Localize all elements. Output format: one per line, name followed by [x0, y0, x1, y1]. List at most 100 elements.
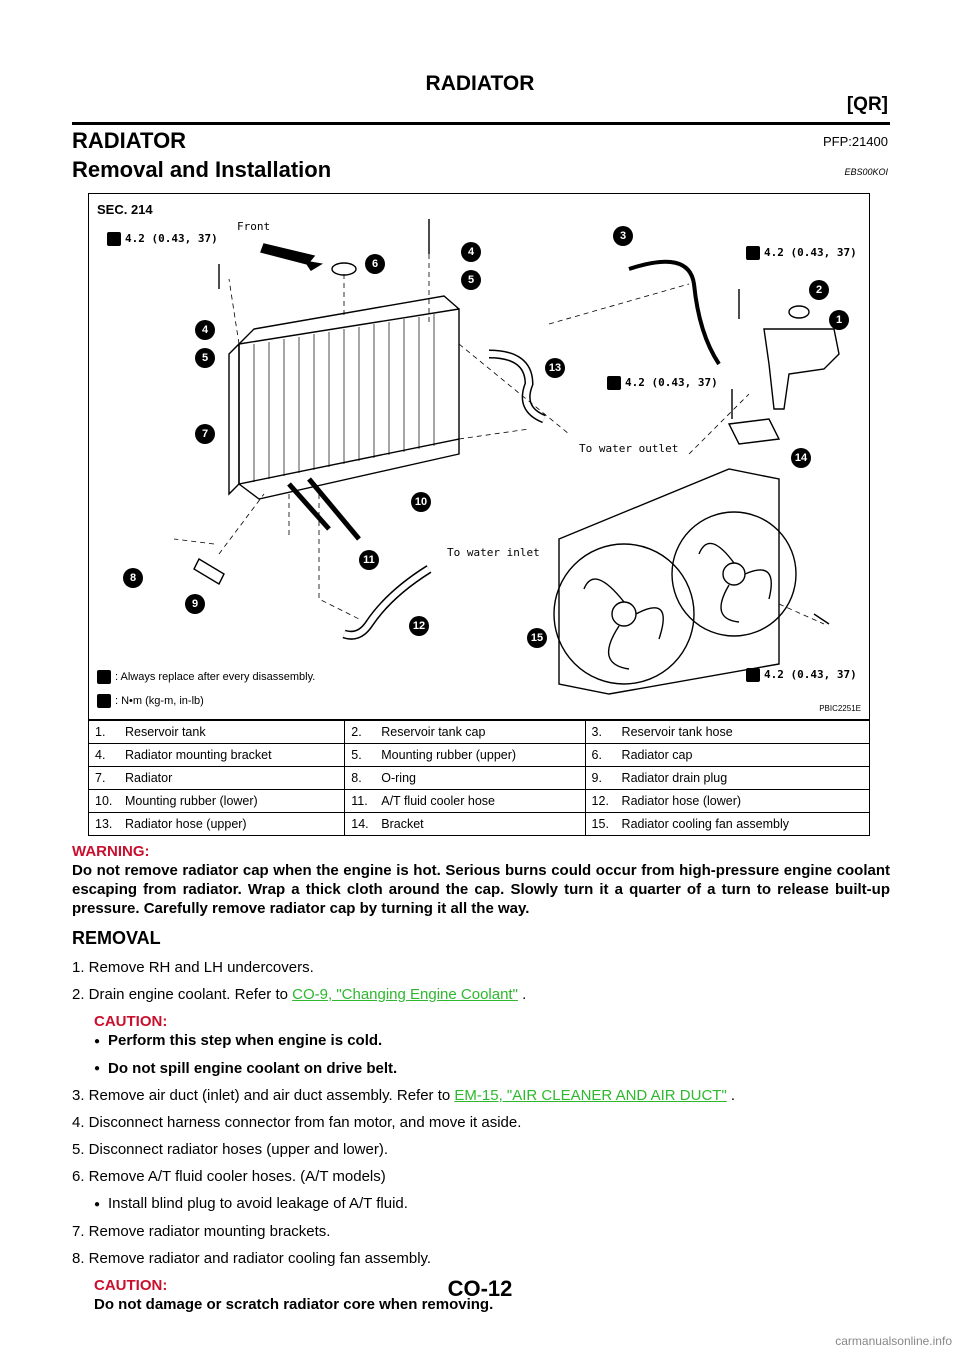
part-number: 8. [351, 771, 362, 785]
step-1: 1. Remove RH and LH undercovers. [72, 959, 314, 976]
step-5: 5. Disconnect radiator hoses (upper and … [72, 1141, 388, 1159]
front-label: Front [237, 220, 271, 233]
table-cell: 7. Radiator [87, 766, 346, 790]
subsection-title: Removal and Installation [72, 157, 332, 182]
table-cell: 5. Mounting rubber (upper) [344, 743, 586, 767]
table-cell: 8. O-ring [344, 766, 586, 790]
legend-units-text: : N•m (kg-m, in-lb) [115, 694, 204, 707]
warning-block: WARNING: Do not remove radiator cap when… [72, 842, 890, 918]
step-6: 6. Remove A/T fluid cooler hoses. (A/T m… [72, 1168, 386, 1186]
part-name: Mounting rubber (upper) [381, 748, 517, 762]
step-2-link[interactable]: CO-9, "Changing Engine Coolant" [292, 986, 518, 1003]
part-name: Radiator hose (lower) [621, 794, 742, 808]
callout-12: 12 [409, 616, 429, 636]
part-number: 14. [351, 817, 369, 831]
part-number: 9. [591, 771, 602, 785]
torque-spec-4-text: 4.2 (0.43, 37) [764, 668, 857, 681]
callout-5a: 5 [461, 270, 481, 290]
figure-id: PBIC2251E [819, 704, 861, 713]
part-number: 7. [95, 771, 106, 785]
table-cell: 2.Reservoir tank cap [344, 720, 586, 744]
part-number: 15. [591, 817, 609, 831]
legend-replace: : Always replace after every disassembly… [97, 670, 315, 684]
table-row: 13. Radiator hose (upper) 14. Bracket 15. R… [87, 812, 871, 836]
table-cell: 10. Mounting rubber (lower) [87, 789, 346, 813]
part-name: Radiator mounting bracket [125, 748, 272, 762]
part-number: 12. [591, 794, 609, 808]
caution-1-label: CAUTION: [94, 1013, 168, 1030]
part-name: Reservoir tank [125, 725, 206, 739]
table-cell: 6. Radiator cap [584, 743, 871, 767]
part-name: Bracket [381, 817, 424, 831]
to-water-inlet-label: To water inlet [447, 546, 540, 559]
diagram-drawing [173, 219, 840, 695]
step-7: 7. Remove radiator mounting brackets. [72, 1222, 331, 1240]
step-3-post: . [726, 1087, 736, 1105]
part-name: O-ring [381, 771, 416, 785]
step-2-post: . [517, 986, 527, 1003]
part-number: 13. [95, 817, 113, 831]
callout-14: 14 [791, 448, 811, 468]
step-2-text: 2. Drain engine coolant. Refer to [72, 986, 293, 1003]
removal-steps: 1. Remove RH and LH undercovers. 2. Drai… [72, 958, 890, 1314]
torque-spec-2-text: 4.2 (0.43, 37) [764, 246, 857, 259]
part-name: Radiator cooling fan assembly [621, 817, 789, 831]
figure-section-label: SEC. 214 [97, 202, 153, 217]
part-number: 4. [95, 748, 106, 762]
replace-x-icon [97, 670, 111, 684]
part-name: Mounting rubber (lower) [125, 794, 258, 808]
caution-2-text: Do not damage or scratch radiator core w… [94, 1295, 494, 1313]
part-number: 6. [591, 748, 602, 762]
table-row: 7. Radiator 8. O-ring 9. Radiator drain plu… [87, 766, 871, 790]
step-3: 3. Remove air duct (inlet) and air duct … [72, 1086, 890, 1105]
torque-wrench-icon [107, 232, 121, 246]
callout-15: 15 [527, 628, 547, 648]
caution-2: CAUTION: Do not damage or scratch radiat… [72, 1276, 890, 1314]
callout-2: 2 [809, 280, 829, 300]
step-3-link[interactable]: EM-15, "AIR CLEANER AND AIR DUCT" [454, 1087, 727, 1105]
callout-7: 7 [195, 424, 215, 444]
watermark: carmanualsonline.info [835, 1334, 952, 1348]
torque-spec-3-text: 4.2 (0.43, 37) [625, 376, 718, 389]
callout-4b: 4 [195, 320, 215, 340]
caution-1-bullet-2: Do not spill engine coolant on drive bel… [94, 1059, 890, 1079]
part-number: 2. [351, 725, 362, 739]
step-3-text: 3. Remove air duct (inlet) and air duct … [72, 1087, 455, 1105]
callout-13: 13 [545, 358, 565, 378]
exploded-diagram: SEC. 214 4.2 (0.43, 37) 4.2 (0.43, 37) 4… [88, 193, 870, 720]
part-name: Radiator cap [621, 748, 693, 762]
part-name: Radiator [125, 771, 173, 785]
header-rule [72, 122, 890, 125]
caution-1-bullet-1: Perform this step when engine is cold. [94, 1031, 890, 1051]
part-number: 11. [351, 794, 368, 808]
legend-replace-text: : Always replace after every disassembly… [115, 670, 316, 683]
warning-label: WARNING: [72, 843, 150, 860]
table-cell: 4. Radiator mounting bracket [87, 743, 346, 767]
part-name: Radiator hose (upper) [125, 817, 247, 831]
callout-4a: 4 [461, 242, 481, 262]
step-8: 8. Remove radiator and radiator cooling … [72, 1249, 432, 1267]
step-2: 2. Drain engine coolant. Refer to CO-9, … [72, 985, 890, 1004]
part-number: 10. [95, 794, 113, 808]
part-number: 3. [591, 725, 602, 739]
callout-11: 11 [359, 550, 379, 570]
table-row: 4. Radiator mounting bracket 5. Mounting r… [87, 743, 871, 767]
torque-spec-1-text: 4.2 (0.43, 37) [125, 232, 218, 245]
parts-table: 1.Reservoir tank 2.Reservoir tank cap 3.… [87, 720, 871, 836]
subsection-code: EBS00KOI [844, 167, 888, 177]
page-header-section: [QR] [846, 94, 888, 115]
torque-wrench-icon [746, 246, 760, 260]
torque-spec-1: 4.2 (0.43, 37) [107, 232, 218, 246]
warning-text: Do not remove radiator cap when the engi… [72, 862, 890, 917]
torque-spec-4: 4.2 (0.43, 37) [746, 668, 857, 682]
table-row: 1.Reservoir tank 2.Reservoir tank cap 3.… [87, 720, 871, 744]
part-name: Radiator drain plug [621, 771, 728, 785]
callout-10: 10 [411, 492, 431, 512]
callout-1: 1 [829, 310, 849, 330]
legend-units: : N•m (kg-m, in-lb) [97, 694, 204, 708]
caution-1: CAUTION: Perform this step when engine i… [72, 1012, 890, 1078]
table-row: 10. Mounting rubber (lower) 11. A/T fluid … [87, 789, 871, 813]
part-number: 5. [351, 748, 362, 762]
torque-wrench-icon [607, 376, 621, 390]
part-name: A/T fluid cooler hose [381, 794, 495, 808]
